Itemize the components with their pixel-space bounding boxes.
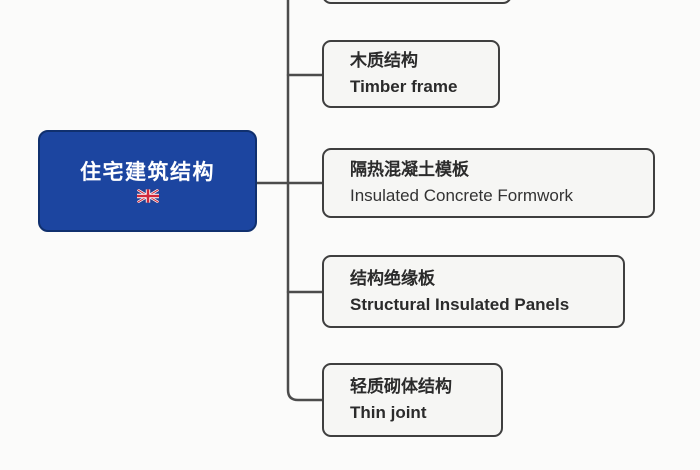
branch-node-structural-insulated-panels[interactable]: 结构绝缘板 Structural Insulated Panels <box>322 255 625 328</box>
branch-label-zh: 轻质砌体结构 <box>350 377 452 397</box>
branch-node-thin-joint[interactable]: 轻质砌体结构 Thin joint <box>322 363 503 437</box>
branch-label-en: Thin joint <box>350 403 427 423</box>
branch-label-en: Insulated Concrete Formwork <box>350 186 573 206</box>
branch-label-en: Structural Insulated Panels <box>350 294 570 314</box>
uk-flag-icon <box>136 189 159 204</box>
branch-node-insulated-concrete-formwork[interactable]: 隔热混凝土模板 Insulated Concrete Formwork <box>322 148 655 218</box>
trunk-line <box>286 0 324 402</box>
branch-label-zh: 结构绝缘板 <box>350 268 435 288</box>
branch-label-zh: 木质结构 <box>350 51 418 71</box>
branch-node-top-partial[interactable] <box>322 0 512 4</box>
root-node[interactable]: 住宅建筑结构 <box>38 130 257 232</box>
branch-node-timber-frame[interactable]: 木质结构 Timber frame <box>322 40 500 108</box>
root-node-label: 住宅建筑结构 <box>80 160 215 184</box>
branch-label-zh: 隔热混凝土模板 <box>350 160 469 180</box>
branch-label-en: Timber frame <box>350 77 458 97</box>
